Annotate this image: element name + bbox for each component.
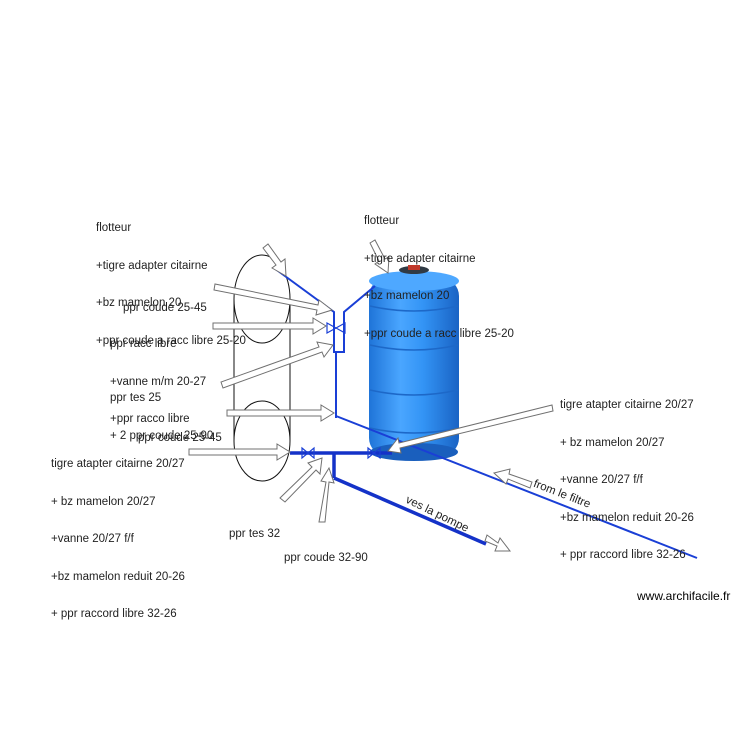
arrow-icon <box>213 283 334 316</box>
label-coude-25-45-top: ppr coude 25-45 <box>123 277 207 340</box>
label-line: + 2 ppr coude 25-90 <box>110 429 214 442</box>
label-line: +vanne 20/27 f/f <box>560 474 643 486</box>
label-line: +bz mamelon 20 <box>96 297 182 309</box>
water-tank <box>369 265 459 461</box>
label-line: + ppr raccord libre 32-26 <box>560 549 686 561</box>
label-flotteur-center: flotteur +tigre adapter citairne +bz mam… <box>364 190 514 365</box>
tank-body <box>369 278 459 456</box>
label-coude-32-90: ppr coude 32-90 <box>284 527 368 590</box>
pipe-to-pump <box>333 476 487 546</box>
label-line: +ppr coude a racc libre 25-20 <box>364 327 514 340</box>
label-line: ppr coude 25-45 <box>138 432 222 444</box>
tank-rib <box>369 305 459 312</box>
arrow-icon <box>318 466 335 523</box>
arrow-icon <box>492 468 533 489</box>
arrow-icon <box>188 443 291 461</box>
watermark: www.archifacile.fr <box>637 589 731 603</box>
arrow-icon <box>369 239 390 274</box>
tank-top <box>369 271 459 291</box>
tank-rib <box>369 389 459 396</box>
label-line: ppr racc libre <box>110 338 177 350</box>
label-tes-32: ppr tes 32 <box>229 503 280 566</box>
label-line: flotteur <box>364 215 400 227</box>
label-line: + ppr raccord libre 32-26 <box>51 608 177 620</box>
tank-lid-cap <box>408 265 420 270</box>
main-pipe <box>290 451 487 546</box>
arrow-icon <box>387 404 554 454</box>
label-line: +bz mamelon reduit 20-26 <box>560 511 694 524</box>
label-line: +bz mamelon reduit 20-26 <box>51 570 185 583</box>
label-tigre-right: tigre atapter citairne 20/27 + bz mamelo… <box>560 374 694 587</box>
label-line: +ppr coude a racc libre 25-20 <box>96 334 246 347</box>
label-line: +ppr racco libre <box>110 413 190 425</box>
arrow-icon <box>279 457 323 503</box>
label-line: tigre atapter citairne 20/27 <box>51 458 185 470</box>
label-line: ppr coude 25-45 <box>123 302 207 314</box>
label-line: ppr tes 25 <box>110 392 162 404</box>
arrow-icon <box>212 317 327 335</box>
label-line: ppr tes 32 <box>229 528 281 540</box>
label-line: flotteur <box>96 222 132 234</box>
tank-rib <box>369 427 459 434</box>
label-line: ppr coude 32-90 <box>284 552 368 564</box>
label-line: +tigre adapter citairne <box>364 252 476 265</box>
valve-icon <box>301 446 315 460</box>
label-line: +vanne m/m 20-27 <box>110 375 207 388</box>
arrow-icon <box>484 534 512 552</box>
label-tes-25: ppr tes 25 + 2 ppr coude 25-90 <box>110 367 213 467</box>
label-line: + bz mamelon 20/27 <box>51 495 156 508</box>
label-line: +vanne 20/27 f/f <box>51 533 134 545</box>
arrow-icon <box>226 404 335 422</box>
label-flotteur-left: flotteur +tigre adapter citairne +bz mam… <box>96 197 246 372</box>
arrow-icon <box>220 341 334 389</box>
pointer-arrows <box>188 239 554 552</box>
label-tigre-left: tigre atapter citairne 20/27 + bz mamelo… <box>51 433 185 646</box>
tank-rib <box>369 344 459 351</box>
label-coude-25-45-bottom: ppr coude 25-45 <box>138 407 222 470</box>
valve-icon <box>326 321 346 335</box>
arrow-icon <box>262 243 287 277</box>
label-line: tigre atapter citairne 20/27 <box>560 399 694 411</box>
label-racc-libre: ppr racc libre +vanne m/m 20-27 +ppr rac… <box>110 313 206 451</box>
label-line: +tigre adapter citairne <box>96 259 208 272</box>
label-line: + bz mamelon 20/27 <box>560 436 665 449</box>
valve-icon <box>367 446 381 460</box>
label-line: +bz mamelon 20 <box>364 290 450 302</box>
